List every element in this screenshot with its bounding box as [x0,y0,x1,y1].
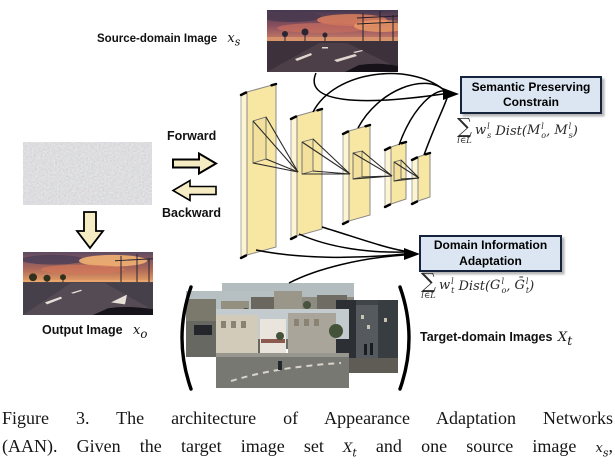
domain-box-line1: Domain Information [433,238,548,253]
caption-line2-pre: (AAN). Given the target image set [2,436,344,456]
source-domain-label-text: Source-domain Image [97,33,218,45]
conv-layer-1 [239,82,278,260]
semantic-box-line2: Constrain [502,95,559,109]
target-math: Xt [557,330,573,348]
caption-line-2: (AAN). Given the target image set Xt and… [2,432,613,468]
backward-arrow-icon [171,179,217,202]
figure-caption: Figure 3. The architecture of Appearance… [0,404,615,468]
noise-input-photo [23,142,152,205]
caption-line2-end: , [608,436,614,456]
source-math: xs [227,31,241,49]
frustum-3 [352,150,393,180]
semantic-box-line1: Semantic Preserving [471,79,591,94]
target-domain-label: Target-domain Images Xt [420,327,572,348]
forward-label: Forward [167,129,217,143]
conv-layer-3 [341,123,372,226]
arrowhead-domain [404,248,420,260]
output-photo-image [23,252,153,315]
bracket-right [398,285,411,391]
source-domain-label: Source-domain Image xs [97,31,240,49]
frustum-2 [301,138,351,175]
output-photo [23,252,153,315]
curves-to-semantic-box [312,72,459,156]
output-label: Output Image xo [42,322,147,341]
conv-layer-5 [410,151,432,206]
curves-to-domain-box [255,226,420,284]
output-math: xo [133,323,148,341]
output-label-text: Output Image [42,323,123,337]
source-domain-photo [267,10,398,72]
caption-math-source-image: xs [595,441,609,460]
source-domain-photo-image [267,10,398,72]
domain-box-line2: Adaptation [459,253,522,268]
target-photo-4 [216,309,349,388]
domain-adaptation-box: Domain Information Adaptation [419,235,562,272]
arrowhead-semantic [443,88,459,100]
caption-line-1: Figure 3. The architecture of Appearance… [2,408,613,428]
conv-layer-4 [383,140,408,209]
caption-line2-mid: and one source image [356,436,596,456]
frustum-4 [393,159,420,182]
down-arrow-icon [75,211,105,250]
target-label-text: Target-domain Images [420,330,553,344]
conv-layer-2 [289,107,324,241]
caption-math-target-set: Xt [343,441,357,460]
backward-label: Backward [162,206,222,220]
frustum-1 [252,116,299,173]
forward-arrow-icon [172,151,218,176]
semantic-preserving-box: Semantic Preserving Constrain [460,76,602,114]
noise-image [23,142,152,205]
